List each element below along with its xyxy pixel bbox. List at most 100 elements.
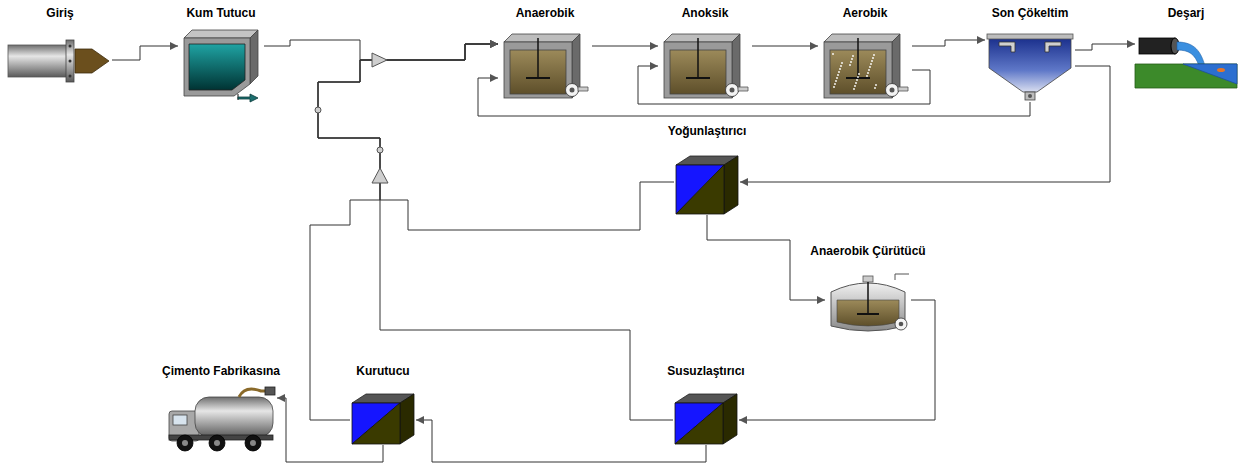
icon-part <box>839 68 841 70</box>
icon-part <box>872 57 874 59</box>
icon-part <box>873 54 875 56</box>
icon-part <box>675 403 723 444</box>
icon-part <box>209 435 225 451</box>
flow-line <box>1075 44 1135 50</box>
icon-part <box>526 77 550 79</box>
process-unit: Kurutucu <box>350 393 416 445</box>
icon-part <box>177 435 193 451</box>
icon-part <box>858 73 860 75</box>
unit-icon <box>350 393 416 445</box>
unit-label-block: Deşarj <box>1168 6 1205 20</box>
icon-part <box>730 88 735 93</box>
flow-line <box>112 46 178 60</box>
icon-part <box>724 156 738 214</box>
flow-line <box>310 44 498 420</box>
unit-label: Deşarj <box>1168 6 1205 20</box>
process-unit: Anaerobik <box>498 32 592 100</box>
icon-part <box>857 38 859 78</box>
icon-part <box>886 84 899 97</box>
unit-icon <box>985 30 1075 102</box>
icon-part <box>238 94 258 102</box>
icon-part <box>184 30 258 38</box>
unit-label: Susuzlaştırıcı <box>667 364 744 378</box>
icon-part <box>1028 94 1032 98</box>
unit-label: Aerobik <box>843 6 888 20</box>
icon-part <box>400 394 414 444</box>
icon-part <box>195 397 273 437</box>
icon-part <box>849 64 851 66</box>
icon-part <box>239 389 269 397</box>
icon-part <box>831 283 905 331</box>
unit-label-block: Çimento Fabrikasına <box>162 364 280 378</box>
flow-line <box>752 46 818 47</box>
unit-icon <box>8 40 112 82</box>
icon-part <box>874 87 876 89</box>
icon-part <box>855 82 857 84</box>
icon-part <box>999 42 1015 52</box>
unit-label-block: Kum Tutucu <box>186 6 255 20</box>
unit-label-block: Yoğunlaştırıcı <box>668 124 746 138</box>
unit-label: Giriş <box>46 6 73 20</box>
icon-part <box>250 30 258 84</box>
flow-marker <box>315 107 321 113</box>
icon-part <box>890 88 895 93</box>
icon-part <box>989 38 1071 92</box>
unit-icon <box>818 32 912 100</box>
icon-part <box>265 387 275 395</box>
mixer-symbol <box>372 53 387 67</box>
icon-part <box>838 71 840 73</box>
flow-line <box>740 66 1110 182</box>
icon-part <box>871 60 873 62</box>
unit-label-block: Anaerobik <box>516 6 575 20</box>
process-unit: Anoksik <box>658 32 752 100</box>
icon-part <box>66 40 74 82</box>
process-unit: Anaerobik Çürütücü <box>825 272 911 336</box>
icon-part <box>863 276 873 282</box>
icon-part <box>69 75 72 78</box>
icon-part <box>867 72 869 74</box>
unit-label-block: Anoksik <box>682 6 729 20</box>
icon-part <box>1045 42 1061 52</box>
unit-icon <box>674 155 740 215</box>
icon-part <box>578 87 588 91</box>
icon-part <box>8 45 68 77</box>
icon-part <box>250 440 256 446</box>
icon-part <box>852 55 854 57</box>
unit-icon <box>165 383 277 455</box>
icon-part <box>836 77 838 79</box>
icon-part <box>69 45 72 48</box>
icon-part <box>686 77 710 79</box>
icon-part <box>835 80 837 82</box>
icon-part <box>866 75 868 77</box>
unit-icon <box>673 393 739 445</box>
icon-part <box>832 53 834 55</box>
icon-part <box>841 62 843 64</box>
icon-part <box>868 69 870 71</box>
flow-line <box>592 46 658 47</box>
unit-label: Anaerobik <box>516 6 575 20</box>
icon-part <box>869 66 871 68</box>
icon-part <box>898 87 908 91</box>
icon-part <box>854 85 856 87</box>
unit-label: Kurutucu <box>356 364 409 378</box>
unit-label: Kum Tutucu <box>186 6 255 20</box>
icon-part <box>856 79 858 81</box>
icon-part <box>834 83 836 85</box>
process-unit: Çimento Fabrikasına <box>165 383 277 455</box>
icon-part <box>738 87 748 91</box>
icon-part <box>675 403 723 444</box>
unit-icon <box>825 272 911 336</box>
unit-label: Son Çökeltim <box>992 6 1069 20</box>
icon-part <box>726 84 739 97</box>
unit-label-block: Aerobik <box>843 6 888 20</box>
icon-part <box>69 60 72 63</box>
flow-line <box>318 44 673 420</box>
icon-part <box>676 165 724 214</box>
flow-marker <box>377 147 383 153</box>
process-unit: Giriş <box>8 40 112 82</box>
icon-part <box>867 282 869 314</box>
icon-part <box>1139 38 1175 54</box>
icon-part <box>870 63 872 65</box>
flow-line <box>416 420 706 462</box>
